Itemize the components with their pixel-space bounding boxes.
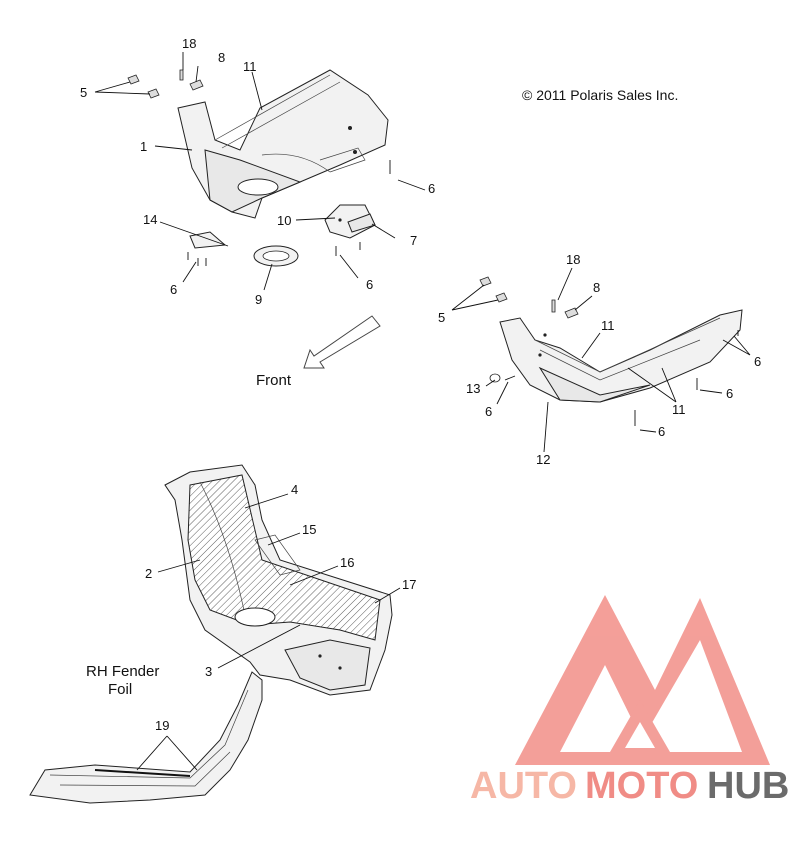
callout-6: 6: [170, 282, 177, 297]
ring-part-9: [253, 245, 299, 267]
svg-text:MOTO: MOTO: [585, 765, 698, 807]
callout-11: 11: [243, 59, 257, 74]
callout-7: 7: [410, 233, 417, 248]
callout-10: 10: [277, 213, 291, 228]
callout-numbers: 18 8 5 11 1 6 10 7 14 6 9 6 18 8 5 11 6 …: [80, 36, 761, 733]
callout-6: 6: [726, 386, 733, 401]
small-plate-part-7: [324, 204, 376, 239]
copyright-text: © 2011 Polaris Sales Inc.: [522, 87, 678, 103]
callout-5: 5: [80, 85, 87, 100]
footwell-part-lower: [164, 464, 393, 696]
foil-label-line2: Foil: [108, 681, 132, 698]
callout-18: 18: [182, 36, 196, 51]
callout-11: 11: [672, 402, 686, 417]
callout-8: 8: [218, 50, 225, 65]
callout-18: 18: [566, 252, 580, 267]
callout-3: 3: [205, 664, 212, 679]
callout-9: 9: [255, 292, 262, 307]
screws-upper: [335, 160, 391, 256]
front-arrow: Front: [256, 315, 381, 389]
footwell-part-upper: [177, 69, 389, 219]
watermark-logo: [515, 595, 770, 765]
svg-text:AUTO: AUTO: [470, 765, 577, 807]
callout-15: 15: [302, 522, 316, 537]
callout-13: 13: [466, 381, 480, 396]
callout-1: 1: [140, 139, 147, 154]
bracket-part-14: [187, 231, 227, 266]
callout-19: 19: [155, 718, 169, 733]
callout-6: 6: [754, 354, 761, 369]
fastener-group-upper: [127, 69, 204, 99]
side-panel-part-12: [499, 309, 743, 403]
callout-2: 2: [145, 566, 152, 581]
callout-6: 6: [485, 404, 492, 419]
callout-6: 6: [366, 277, 373, 292]
foil-label-line1: RH Fender: [86, 663, 159, 680]
watermark-text: AUTO MOTO HUB: [470, 765, 789, 807]
fastener-group-right: [479, 276, 739, 426]
callout-8: 8: [593, 280, 600, 295]
callout-6: 6: [428, 181, 435, 196]
callout-11: 11: [601, 318, 615, 333]
callout-16: 16: [340, 555, 354, 570]
callout-4: 4: [291, 482, 298, 497]
callout-17: 17: [402, 577, 416, 592]
callout-5: 5: [438, 310, 445, 325]
leader-lines: [94, 52, 751, 771]
fender-foil-part-19: [29, 671, 263, 804]
svg-text:Front: Front: [256, 372, 292, 389]
svg-text:HUB: HUB: [707, 765, 789, 807]
callout-12: 12: [536, 452, 550, 467]
callout-14: 14: [143, 212, 157, 227]
callout-6: 6: [658, 424, 665, 439]
